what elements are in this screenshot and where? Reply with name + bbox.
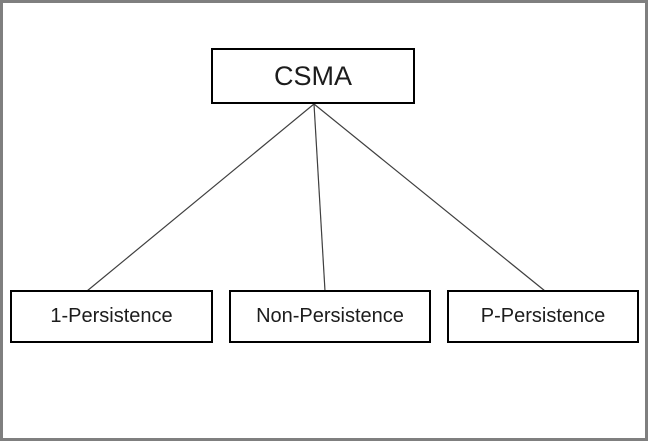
node-csma: CSMA — [211, 48, 415, 104]
connector-csma-to-1-persistence — [86, 103, 315, 292]
node-non-persistence: Non-Persistence — [229, 290, 431, 343]
node-p-persistence: P-Persistence — [447, 290, 639, 343]
node-csma-label: CSMA — [273, 60, 352, 91]
node-non-persistence-label: Non-Persistence — [256, 305, 404, 327]
node-p-persistence-label: P-Persistence — [480, 305, 606, 327]
connector-csma-to-p-persistence — [313, 103, 546, 292]
node-1-persistence: 1-Persistence — [10, 290, 213, 343]
node-1-persistence-label: 1-Persistence — [50, 305, 173, 327]
connector-csma-to-non-persistence — [313, 103, 326, 292]
